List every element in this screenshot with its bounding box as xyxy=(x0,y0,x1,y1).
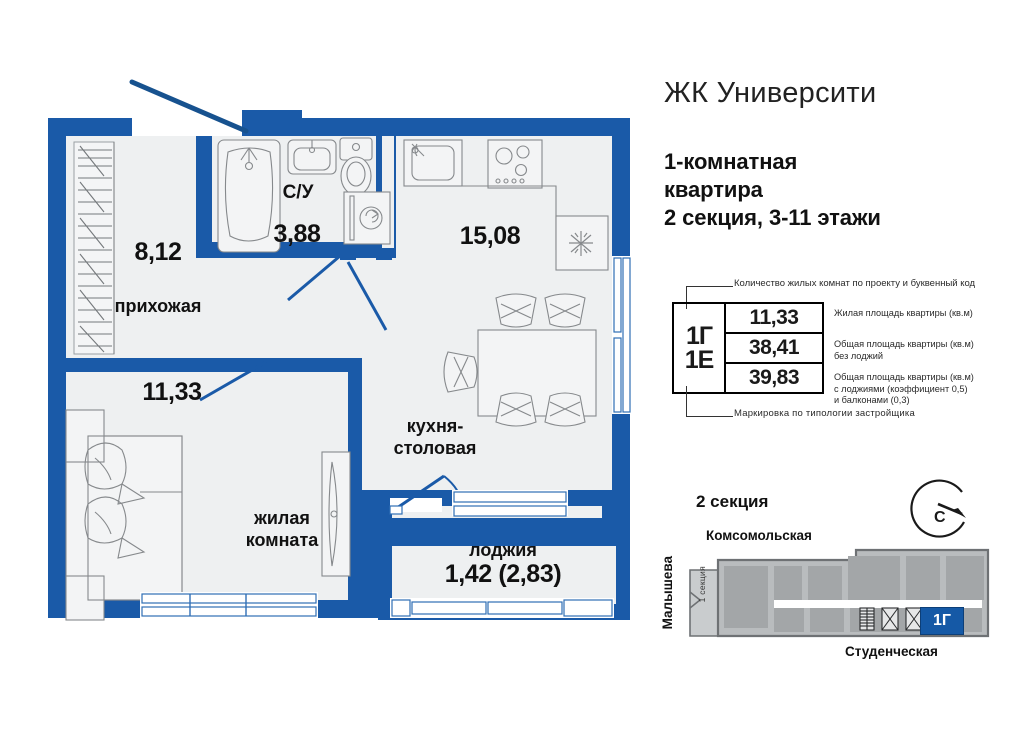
legend-value-living: 11,33 xyxy=(726,304,822,334)
loggia-inner-window xyxy=(452,490,568,517)
floorplan-svg: .wall{fill:#1a5aa8;} .floor{fill:#eef0f1… xyxy=(48,79,631,621)
info-panel: ЖК Университи 1-комнатная квартира 2 сек… xyxy=(664,77,1016,232)
legend-table: 1Г 1Е 11,33 38,41 39,83 xyxy=(672,302,824,394)
legend-desc-total-l1: Общая площадь квартиры (кв.м) xyxy=(834,339,974,349)
washing-machine-icon xyxy=(343,191,391,245)
living-room-door xyxy=(199,360,267,402)
legend-desc-total: Общая площадь квартиры (кв.м) без лоджий xyxy=(834,339,974,362)
sink-icon xyxy=(287,139,337,175)
loggia-window xyxy=(390,598,614,618)
legend-values: 11,33 38,41 39,83 xyxy=(726,304,822,392)
entrance-door xyxy=(48,79,302,136)
building-section-map: .unit{fill:#a3a6a8;} .outl{fill:none;str… xyxy=(689,548,990,638)
street-label-komsomolskaya: Комсомольская xyxy=(706,528,812,543)
bathtub-icon xyxy=(217,139,281,253)
apartment-section-floors: 2 секция, 3-11 этажи xyxy=(664,205,881,231)
legend-codes: 1Г 1Е xyxy=(674,304,726,392)
apartment-type-line1: 1-комнатная xyxy=(664,148,798,174)
hallway-wall-hatching xyxy=(73,141,115,355)
legend-value-total-with-loggia: 39,83 xyxy=(748,366,800,389)
legend-desc-total-loggia-l1: Общая площадь квартиры (кв.м) xyxy=(834,372,974,382)
legend-desc-total-loggia-l3: и балконами (0,3) xyxy=(834,395,910,405)
kitchen-window xyxy=(612,256,631,414)
legend-leader-top xyxy=(686,286,733,309)
living-room-window xyxy=(140,592,318,618)
legend-desc-total-loggia-l2: с лоджиями (коэффициент 0,5) xyxy=(834,383,968,394)
legend-code-bottom: 1Е xyxy=(684,346,715,374)
dining-table-icon xyxy=(443,293,597,427)
svg-text:С: С xyxy=(934,509,946,526)
apartment-type-line2: квартира xyxy=(664,177,763,203)
toilet-icon xyxy=(339,137,373,196)
chair-icon xyxy=(495,392,537,427)
stove-icon xyxy=(487,139,543,189)
legend-code-top: 1Г xyxy=(685,321,713,350)
kitchen-door xyxy=(346,261,388,331)
legend-leader-bottom xyxy=(686,386,733,417)
section1-label: 1 секция xyxy=(697,566,707,603)
legend-note-top: Количество жилых комнат по проекту и бук… xyxy=(734,278,976,289)
chair-icon xyxy=(544,392,586,427)
highlighted-flat-badge: 1Г xyxy=(920,607,964,635)
street-label-malysheva: Малышева xyxy=(660,556,675,630)
section-title: 2 секция xyxy=(696,492,769,511)
legend-desc-total-l2: без лоджий xyxy=(834,350,883,361)
chair-icon xyxy=(495,293,537,328)
kitchen-sink-icon xyxy=(403,139,463,187)
chair-icon xyxy=(443,351,478,393)
legend-desc-total-loggia: Общая площадь квартиры (кв.м) с лоджиями… xyxy=(834,372,974,407)
apartment-title: 1-комнатная квартира 2 секция, 3-11 этаж… xyxy=(664,148,1016,232)
compass-icon: С xyxy=(910,479,966,538)
street-label-studencheskaya: Студенческая xyxy=(845,644,938,659)
chair-icon xyxy=(544,293,586,328)
refrigerator-icon xyxy=(555,215,609,271)
wardrobe-icon xyxy=(321,451,351,577)
bed-icon xyxy=(65,409,183,621)
legend-desc-living-l1: Жилая площадь квартиры (кв.м) xyxy=(834,308,973,318)
legend-note-bottom: Маркировка по типологии застройщика xyxy=(734,408,915,419)
complex-name: ЖК Университи xyxy=(664,77,877,109)
legend-desc-living: Жилая площадь квартиры (кв.м) xyxy=(834,308,973,320)
legend-value-total-no-loggia: 38,41 xyxy=(726,334,822,364)
bathroom-door xyxy=(287,254,341,302)
apartment-floorplan: .wall{fill:#1a5aa8;} .floor{fill:#eef0f1… xyxy=(48,79,631,621)
